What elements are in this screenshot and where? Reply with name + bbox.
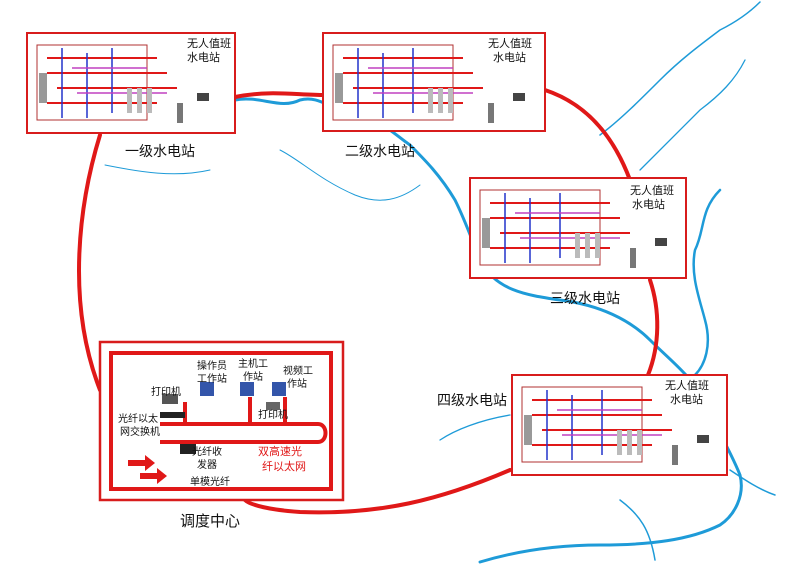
equipment-icons [128,382,286,484]
video-label-1: 视频工 [283,364,313,377]
control-center-box: 操作员 工作站 主机工 作站 视频工 作站 打印机 打印机 光纤以太 网交换机 … [98,340,345,502]
station-2-box-label-1: 无人值班 [488,37,532,50]
station-3-name: 三级水电站 [550,291,620,307]
river-top-right-branch [639,59,746,171]
river-left [104,164,211,175]
printer-right-label: 打印机 [258,408,288,421]
host-label-2: 作站 [243,370,263,383]
ring-2-3 [543,88,632,182]
ring-1-2 [233,91,327,99]
network-label-1: 双高速光 [258,444,302,458]
fiber-arrow-icon [128,455,155,471]
station-2-box-label-2: 水电站 [493,50,526,64]
river-bottom-left [439,414,511,441]
transceiver-label-2: 发器 [197,458,217,471]
switch-icon [160,412,185,418]
river-bottom [619,499,656,561]
station-4-box-label-1: 无人值班 [665,379,709,392]
printer-icon [266,402,280,410]
station-box-1: 无人值班 水电站 [26,32,236,134]
station-4-box-label-2: 水电站 [670,392,703,406]
ring-3-4 [646,278,660,377]
station-3-box-label-2: 水电站 [632,197,665,211]
transceiver-icon [180,444,196,454]
river-bottom-right [729,469,776,496]
operator-label-2: 工作站 [197,372,227,385]
station-1-box-label-2: 水电站 [187,50,220,64]
printer-icon [162,394,178,404]
station-box-3: 无人值班 水电站 [469,177,687,279]
fiber-label: 单模光纤 [190,475,230,488]
station-1-box-label-1: 无人值班 [187,37,231,50]
control-center-title: 调度中心 [180,512,240,530]
network-label-2: 纤以太网 [262,460,306,473]
station-4-name: 四级水电站 [437,393,507,409]
station-box-4: 无人值班 水电站 [511,374,728,476]
switch-label-2: 网交换机 [120,425,160,438]
transceiver-label-1: 光纤收 [192,445,222,458]
host-label-1: 主机工 [238,357,268,370]
ring-1-center [77,133,102,392]
fiber-ring [77,88,660,515]
river-right [692,188,722,377]
fiber-arrow-icon [140,468,167,484]
video-workstation-icon [272,382,286,396]
switch-label-1: 光纤以太 [118,412,158,425]
river-top-right [599,1,761,136]
station-3-box-label-1: 无人值班 [630,184,674,197]
station-2-name: 二级水电站 [345,144,415,160]
station-box-2: 无人值班 水电站 [322,32,546,132]
printer-left-label: 打印机 [151,385,181,398]
host-workstation-icon [240,382,254,396]
station-1-name: 一级水电站 [125,144,195,160]
video-label-2: 作站 [287,377,307,390]
river-mid-left [279,149,421,201]
operator-label-1: 操作员 [197,359,227,372]
ring-4-center [243,468,512,515]
operator-workstation-icon [200,382,214,396]
